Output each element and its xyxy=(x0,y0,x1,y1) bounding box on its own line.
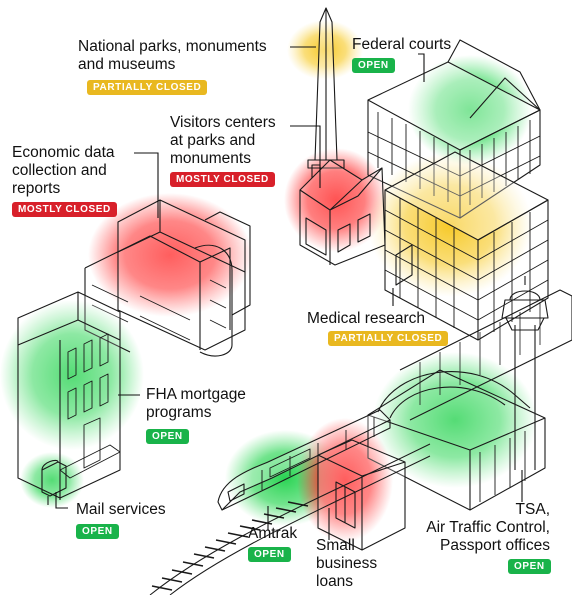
obelisk xyxy=(307,7,345,169)
economic-building xyxy=(84,199,251,357)
fha-townhouse xyxy=(17,291,121,499)
label-line: Medical research xyxy=(307,310,426,327)
glow-obelisk xyxy=(287,20,363,80)
train-station xyxy=(367,289,572,511)
label-medical-research: Medical research xyxy=(307,310,425,328)
control-tower xyxy=(501,276,549,470)
leader-lines xyxy=(55,46,523,540)
label-line: loans xyxy=(316,573,354,590)
label-line: Passport offices xyxy=(440,537,550,554)
label-fha-mortgage: FHA mortgage programs xyxy=(146,386,246,422)
label-line: collection and xyxy=(12,162,107,179)
badge-amtrak: OPEN xyxy=(248,547,291,562)
label-line: reports xyxy=(12,180,61,197)
glow-visitors xyxy=(284,148,388,252)
leader-visitors xyxy=(290,125,321,188)
label-mail-services: Mail services xyxy=(76,501,166,519)
label-line: at parks and xyxy=(170,132,256,149)
label-line: programs xyxy=(146,404,212,421)
badge-tsa: OPEN xyxy=(508,559,551,574)
label-federal-courts: Federal courts xyxy=(352,36,451,54)
label-line: Mail services xyxy=(76,501,166,518)
label-small-business: Small business loans xyxy=(316,537,377,591)
label-line: National parks, monuments xyxy=(78,38,267,55)
visitors-house xyxy=(299,159,386,266)
label-line: Air Traffic Control, xyxy=(426,519,550,536)
label-national-parks: National parks, monuments and museums xyxy=(78,38,267,74)
label-line: TSA, xyxy=(515,501,550,518)
label-visitors-centers: Visitors centers at parks and monuments xyxy=(170,114,276,168)
label-line: Amtrak xyxy=(248,525,298,542)
tracks xyxy=(149,443,431,595)
label-line: Federal courts xyxy=(352,36,452,53)
label-line: FHA mortgage xyxy=(146,386,246,403)
medical-building xyxy=(384,151,549,341)
leader-mail xyxy=(55,492,68,509)
courthouse xyxy=(367,39,541,219)
glow-sba xyxy=(297,418,393,542)
leader-economic xyxy=(134,152,159,218)
label-amtrak: Amtrak xyxy=(248,525,297,543)
label-line: Economic data xyxy=(12,144,115,161)
buildings xyxy=(17,7,572,595)
train xyxy=(217,409,391,511)
badge-fha-mortgage: OPEN xyxy=(146,429,189,444)
label-line: business xyxy=(316,555,378,572)
badge-mail-services: OPEN xyxy=(76,524,119,539)
label-economic-data: Economic data collection and reports xyxy=(12,144,115,198)
label-line: and museums xyxy=(78,56,176,73)
badge-economic-data: MOSTLY CLOSED xyxy=(12,202,117,217)
label-tsa: TSA, Air Traffic Control, Passport offic… xyxy=(426,501,550,555)
leader-federal-courts xyxy=(418,53,425,82)
badge-visitors-centers: MOSTLY CLOSED xyxy=(170,172,275,187)
label-line: monuments xyxy=(170,150,251,167)
label-line: Visitors centers xyxy=(170,114,276,131)
label-line: Small xyxy=(316,537,355,554)
mailbox xyxy=(41,459,67,505)
badge-national-parks: PARTIALLY CLOSED xyxy=(87,80,208,95)
sba-building xyxy=(317,439,406,551)
badge-federal-courts: OPEN xyxy=(352,58,395,73)
badge-medical-research: PARTIALLY CLOSED xyxy=(328,331,449,346)
